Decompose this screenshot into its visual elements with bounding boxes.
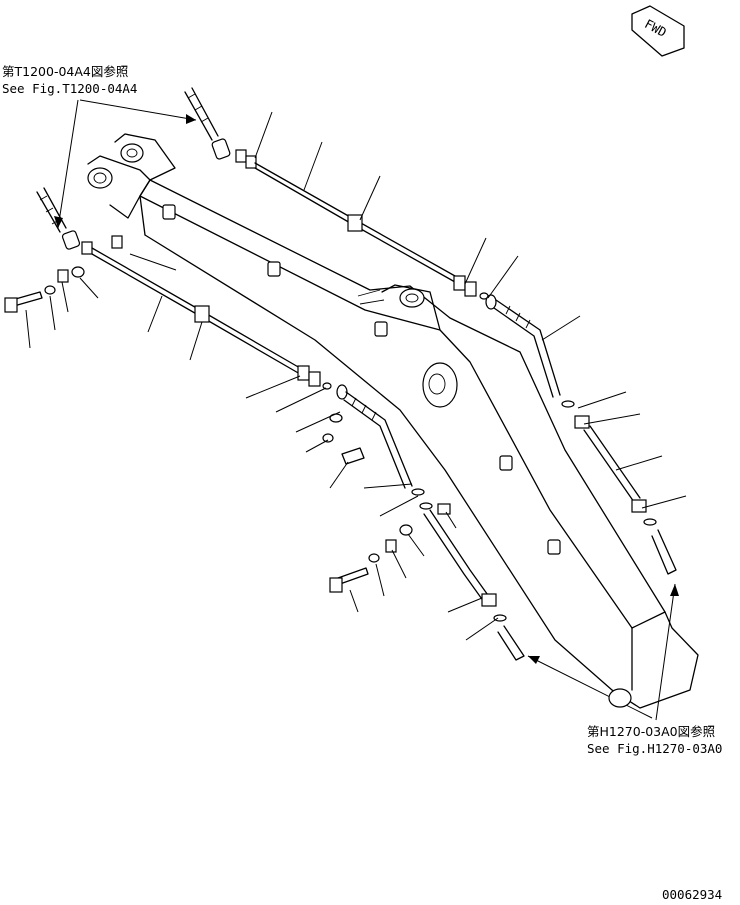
loose-hardware	[4, 266, 451, 593]
upper-pipe-line	[184, 87, 677, 575]
ref-arrows-top	[54, 99, 197, 229]
ref-note-top-jp: 第T1200-04A4図参照	[2, 64, 128, 79]
lower-pipe-line	[36, 187, 525, 661]
ref-note-bottom-jp: 第H1270-03A0図参照	[587, 724, 715, 739]
fwd-direction-badge: FWD	[631, 5, 685, 57]
ref-note-top-en: See Fig.T1200-04A4	[2, 81, 137, 96]
drawing-number: 00062934	[662, 887, 722, 902]
ref-note-bottom-en: See Fig.H1270-03A0	[587, 741, 722, 756]
boom-structure	[87, 133, 699, 709]
fwd-label: FWD	[642, 16, 669, 40]
ref-arrows-bottom	[527, 583, 679, 721]
leader-lines	[25, 111, 687, 641]
